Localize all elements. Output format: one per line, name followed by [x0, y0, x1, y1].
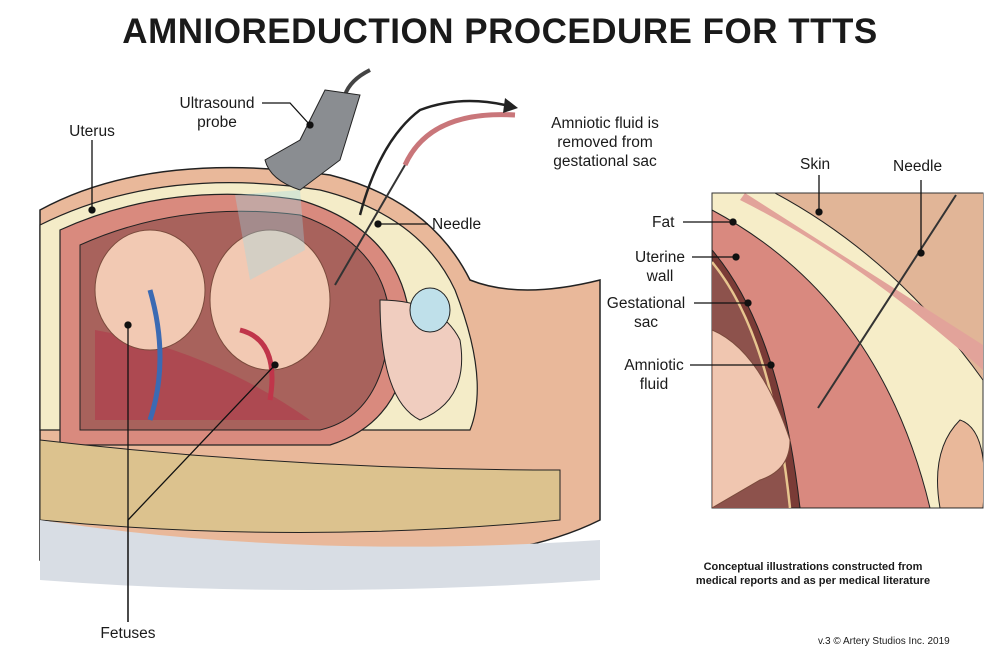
label-inset-needle: Needle: [893, 158, 943, 175]
label-fat: Fat: [652, 214, 675, 231]
label-skin: Skin: [800, 156, 831, 173]
label-fetuses: Fetuses: [100, 625, 156, 642]
ultrasound-probe-icon: [235, 68, 371, 280]
page-title: AMNIOREDUCTION PROCEDURE FOR TTTS: [122, 12, 878, 51]
needle-icon: [334, 98, 518, 286]
disclaimer-note: Conceptual illustrations constructed fro…: [695, 561, 931, 587]
placenta: [95, 330, 310, 420]
main-cross-section: [39, 166, 601, 590]
spine: [39, 439, 561, 533]
inset-detail: [711, 192, 984, 509]
label-ultrasound-probe: Ultrasound probe: [179, 95, 255, 131]
bladder: [409, 287, 451, 333]
copyright: v.3 © Artery Studios Inc. 2019: [818, 636, 950, 647]
label-uterus: Uterus: [69, 123, 115, 140]
label-gestational-sac: Gestational sac: [606, 295, 686, 331]
label-amniotic-fluid: Amniotic fluid: [624, 357, 684, 393]
label-amniotic-fluid-removed: Amniotic fluid is removed from gestation…: [551, 115, 659, 170]
label-uterine-wall: Uterine wall: [635, 249, 685, 285]
table: [40, 520, 600, 590]
label-needle: Needle: [432, 216, 482, 233]
